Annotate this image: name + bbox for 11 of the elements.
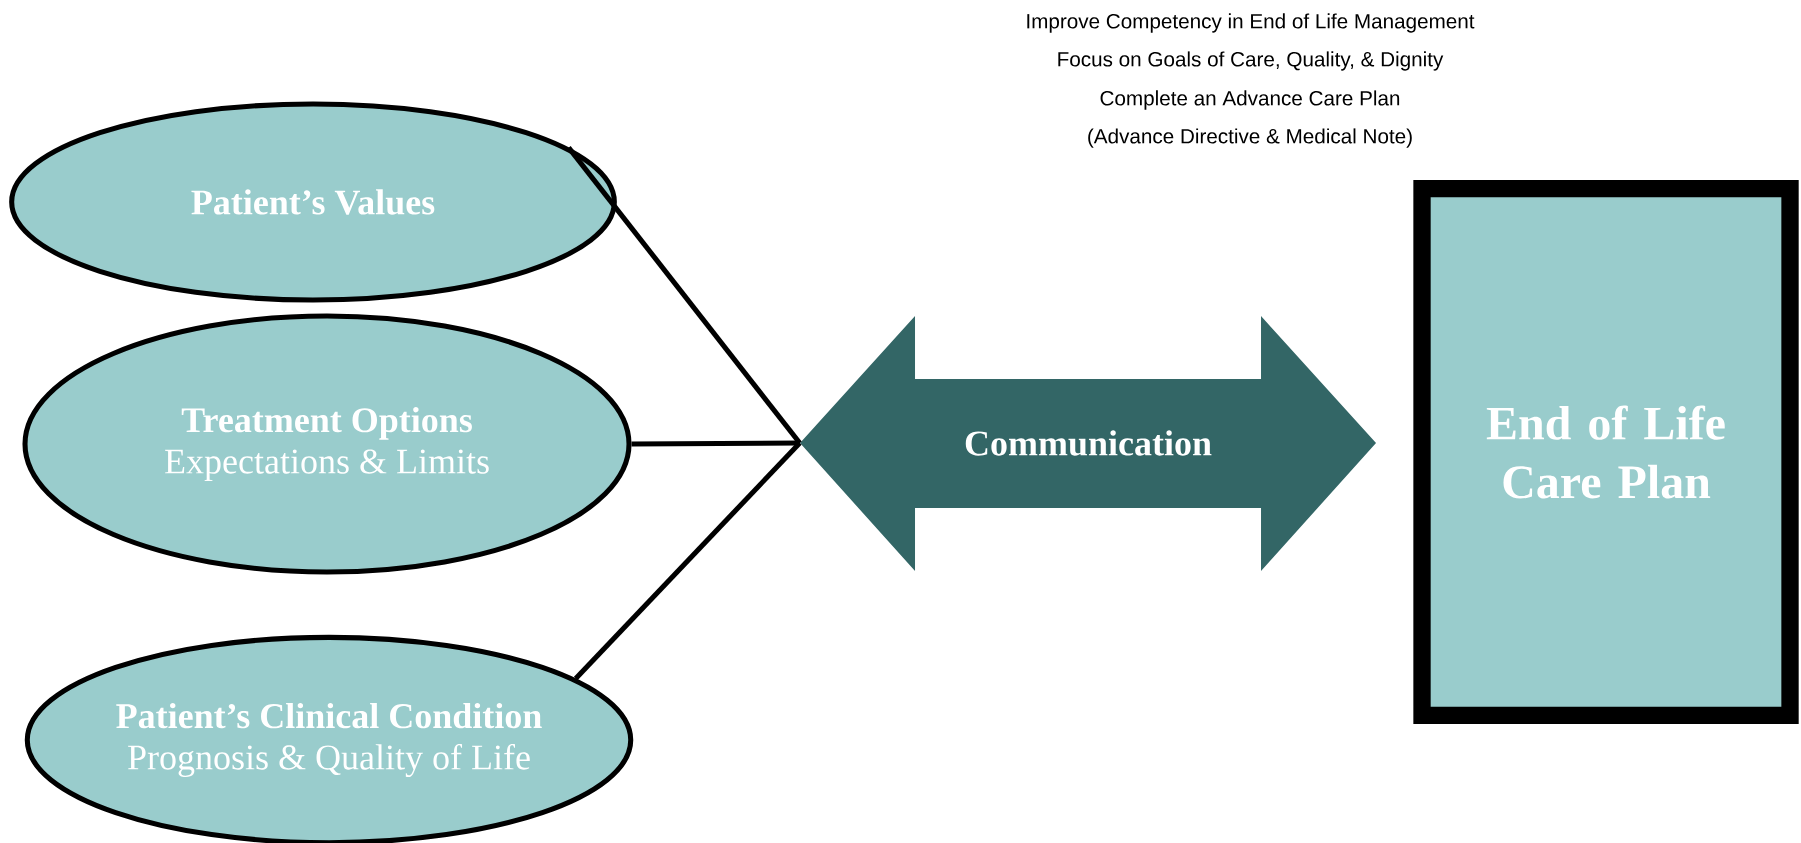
connector-line bbox=[573, 441, 802, 681]
note-text: Focus on Goals of Care, Quality, & Dignity bbox=[1058, 51, 1444, 71]
note-text: Complete an Advance Care Plan bbox=[1100, 90, 1400, 110]
connector-line bbox=[631, 440, 800, 447]
oval-box: Patient’s Values bbox=[9, 101, 617, 303]
note-text: Improve Competency in End of Life Management bbox=[1027, 13, 1475, 33]
connector-line bbox=[566, 146, 802, 445]
plan-box: End of Life Care Plan bbox=[1413, 180, 1799, 724]
note-text: (Advance Directive & Medical Note) bbox=[1088, 128, 1412, 148]
oval-box: Patient’s Clinical Condition Prognosis & Quality of Life bbox=[24, 634, 634, 843]
oval-box: Treatment Options Expectations & Limits bbox=[22, 313, 632, 575]
